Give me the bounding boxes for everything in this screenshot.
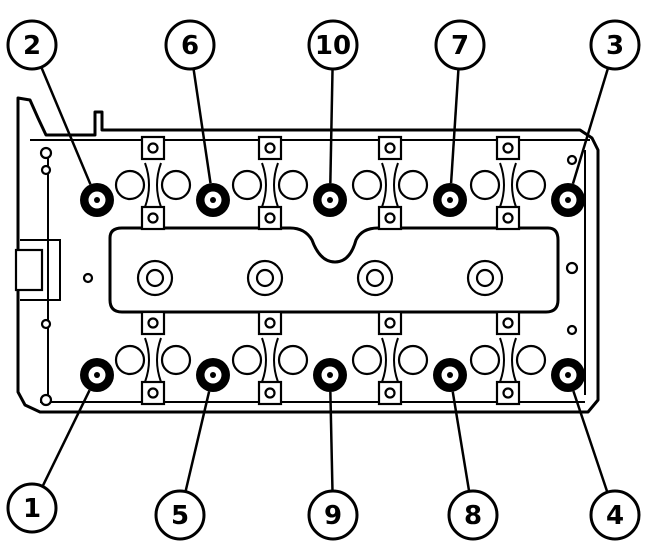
callout-label: 7 — [451, 31, 469, 61]
bolt-sequence-callouts: 1 2 3 4 5 6 7 8 9 10 — [6, 19, 641, 541]
callout-10: 10 — [307, 19, 359, 71]
valve-port-cluster — [351, 135, 429, 231]
bolt-9 — [313, 358, 347, 392]
callout-label: 8 — [464, 501, 482, 531]
valve-ports-top — [114, 135, 547, 231]
callout-3: 3 — [589, 19, 641, 71]
bolt-8 — [433, 358, 467, 392]
valve-port-cluster — [469, 310, 547, 406]
callout-leaders — [40, 66, 610, 493]
cylinder-head-bolts — [80, 183, 585, 392]
callout-label: 1 — [23, 494, 41, 524]
callout-9: 9 — [307, 489, 359, 541]
bolt-1 — [80, 358, 114, 392]
valve-ports-bottom — [114, 310, 547, 406]
bolt-7 — [433, 183, 467, 217]
leader-line-5 — [184, 391, 211, 492]
callout-label: 4 — [606, 501, 624, 531]
callout-7: 7 — [434, 19, 486, 71]
leader-line-2 — [40, 66, 92, 185]
valve-port-cluster — [231, 135, 309, 231]
leader-line-4 — [572, 390, 609, 493]
bolt-2 — [80, 183, 114, 217]
callout-label: 3 — [606, 31, 624, 61]
leader-line-8 — [451, 391, 471, 492]
leader-line-6 — [192, 68, 212, 184]
callout-label: 9 — [324, 501, 342, 531]
valve-port-cluster — [114, 135, 192, 231]
bolt-3 — [551, 183, 585, 217]
cylinder-head-outline — [14, 96, 600, 414]
callout-1: 1 — [6, 482, 58, 534]
callout-label: 10 — [315, 31, 351, 61]
bolt-4 — [551, 358, 585, 392]
valve-port-cluster — [351, 310, 429, 406]
valve-port-cluster — [114, 310, 192, 406]
callout-label: 5 — [171, 501, 189, 531]
leader-line-7 — [449, 68, 460, 184]
callout-8: 8 — [447, 489, 499, 541]
valve-port-cluster — [469, 135, 547, 231]
leader-line-10 — [329, 68, 334, 184]
leader-line-3 — [571, 67, 610, 185]
camshaft-bearing-bores — [108, 226, 560, 314]
callout-2: 2 — [6, 19, 58, 71]
leader-line-1 — [41, 389, 91, 487]
bolt-5 — [196, 358, 230, 392]
bolt-6 — [196, 183, 230, 217]
callout-label: 2 — [23, 31, 41, 61]
callout-4: 4 — [589, 489, 641, 541]
leader-line-9 — [329, 391, 334, 492]
callout-5: 5 — [154, 489, 206, 541]
callout-6: 6 — [164, 19, 216, 71]
bolt-10 — [313, 183, 347, 217]
valve-port-cluster — [231, 310, 309, 406]
callout-label: 6 — [181, 31, 199, 61]
